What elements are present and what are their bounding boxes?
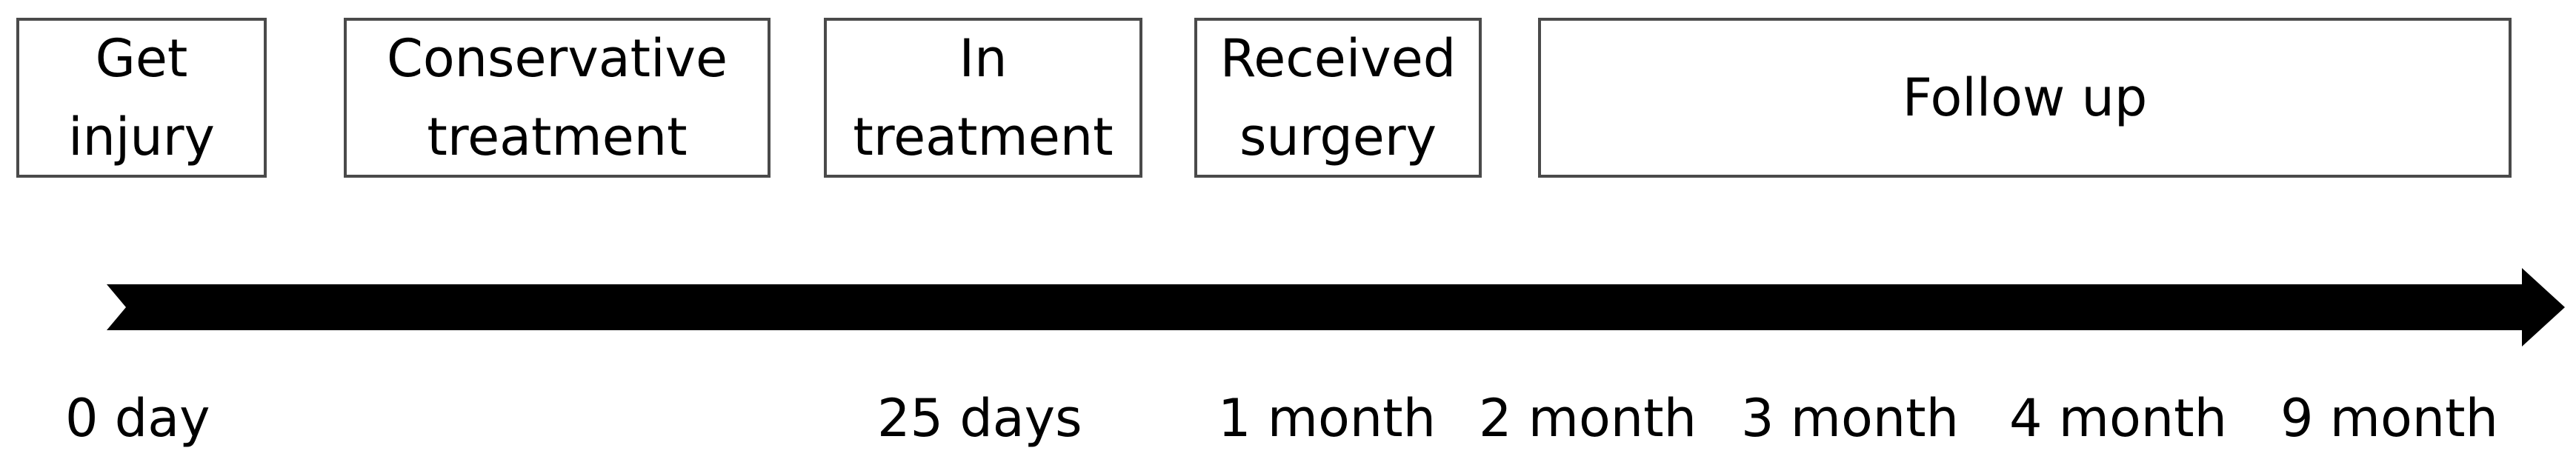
tick-label-4-month: 4 month [2009,388,2227,449]
stage-label-in-treatment: In treatment [853,28,1114,167]
stage-label-conservative-treatment: Conservative treatment [386,28,728,167]
stage-box-in-treatment: In treatment [824,18,1142,178]
tick-label-3-month: 3 month [1741,388,1959,449]
tick-label-0-day: 0 day [65,388,210,449]
stage-box-follow-up: Follow up [1538,18,2512,178]
stage-box-conservative-treatment: Conservative treatment [344,18,771,178]
stage-box-get-injury: Get injury [16,18,267,178]
timeline-arrow-shape [107,268,2565,346]
tick-label-2-month: 2 month [1479,388,1697,449]
stage-label-get-injury: Get injury [68,28,215,167]
tick-label-9-month: 9 month [2280,388,2498,449]
timeline-arrow [107,268,2565,346]
tick-label-1-month: 1 month [1218,388,1436,449]
stage-label-received-surgery: Received surgery [1219,28,1457,167]
tick-label-25-days: 25 days [877,388,1082,449]
stage-label-follow-up: Follow up [1902,67,2148,128]
stage-box-received-surgery: Received surgery [1194,18,1482,178]
